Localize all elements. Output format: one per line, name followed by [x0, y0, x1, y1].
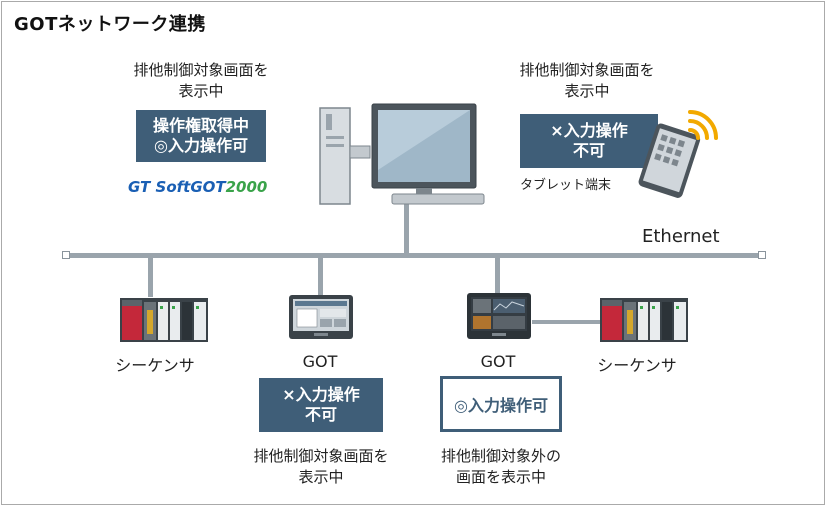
tablet-status-line1: ×入力操作 — [550, 121, 628, 140]
drop-got-right — [495, 257, 500, 293]
got-left-caption-line2: 表示中 — [298, 468, 344, 486]
drop-got-left — [318, 257, 323, 295]
link-got-sequencer — [532, 320, 602, 324]
got-right-caption: 排他制御対象外の 画面を表示中 — [406, 446, 596, 488]
softgot-status-line1: 操作権取得中 — [152, 116, 249, 135]
drop-sequencer-left — [148, 257, 153, 297]
got-right-label: GOT — [480, 352, 516, 371]
page-title: GOTネットワーク連携 — [14, 14, 206, 35]
got-left-icon — [289, 295, 353, 339]
tablet-icon — [638, 110, 718, 198]
got-left-status-line2: 不可 — [304, 405, 337, 424]
got-right-caption-line2: 画面を表示中 — [455, 468, 546, 486]
sequencer-right-label: シーケンサ — [597, 356, 677, 375]
got-left-label: GOT — [302, 352, 338, 371]
tablet-caption-line2: 表示中 — [564, 82, 610, 100]
softgot-caption: 排他制御対象画面を 表示中 — [106, 60, 296, 102]
logo-softgot: SoftGOT — [155, 178, 226, 196]
logo-gt: GT — [128, 178, 151, 196]
got-right-icon — [467, 293, 531, 339]
tablet-label: タブレット端末 — [520, 178, 612, 193]
softgot-caption-line2: 表示中 — [178, 82, 224, 100]
bus-end-right — [758, 251, 766, 259]
logo-2000: 2000 — [225, 178, 268, 196]
softgot-logo: GT SoftGOT2000 — [128, 178, 267, 196]
tablet-caption-line1: 排他制御対象画面を — [519, 61, 655, 79]
tablet-status-line2: 不可 — [572, 141, 605, 160]
got-left-caption: 排他制御対象画面を 表示中 — [226, 446, 416, 488]
sequencer-left-label: シーケンサ — [115, 356, 195, 375]
wifi-icon — [688, 110, 718, 140]
pc-computer-icon — [319, 103, 485, 205]
got-right-status-text: ◎入力操作可 — [454, 396, 548, 415]
got-right-status-box: ◎入力操作可 — [440, 376, 562, 432]
got-left-status-box: ×入力操作 不可 — [259, 378, 383, 432]
drop-pc — [404, 204, 409, 256]
tablet-status-box: ×入力操作 不可 — [520, 114, 658, 168]
got-left-status-line1: ×入力操作 — [282, 385, 360, 404]
softgot-status-box: 操作権取得中 ◎入力操作可 — [136, 110, 266, 162]
tablet-caption: 排他制御対象画面を 表示中 — [492, 60, 682, 102]
sequencer-right-icon — [600, 298, 688, 342]
got-right-caption-line1: 排他制御対象外の — [440, 447, 561, 465]
softgot-status-line2: ◎入力操作可 — [154, 136, 248, 155]
ethernet-label: Ethernet — [642, 226, 720, 247]
sequencer-left-icon — [120, 298, 208, 342]
bus-end-left — [62, 251, 70, 259]
softgot-caption-line1: 排他制御対象画面を — [133, 61, 269, 79]
ethernet-bus — [68, 253, 764, 258]
got-left-caption-line1: 排他制御対象画面を — [253, 447, 389, 465]
